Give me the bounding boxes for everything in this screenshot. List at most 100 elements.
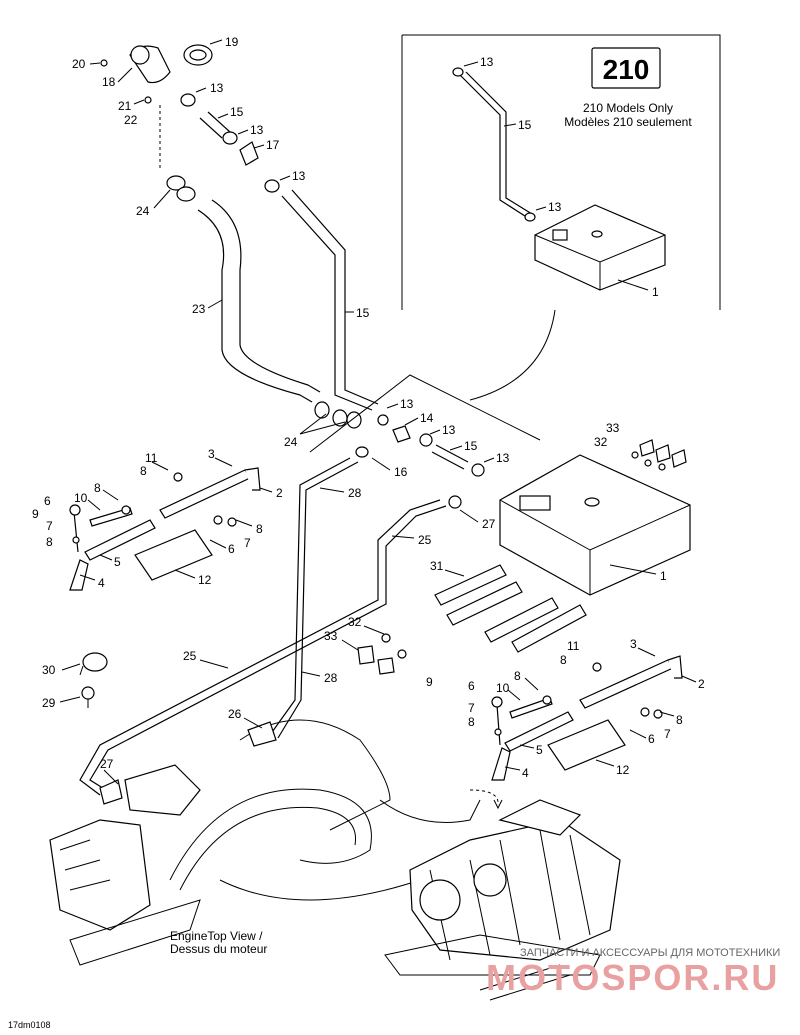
callout-12-a: 12 bbox=[198, 573, 212, 587]
callout-6-b: 6 bbox=[228, 542, 235, 556]
callout-8-b: 8 bbox=[94, 481, 101, 495]
callout-10-a: 10 bbox=[74, 491, 88, 505]
callout-27-b: 27 bbox=[100, 757, 114, 771]
callout-8-e: 8 bbox=[560, 653, 567, 667]
callout-8-h: 8 bbox=[676, 713, 683, 727]
callout-28-b: 28 bbox=[324, 671, 338, 685]
callout-9-b: 9 bbox=[426, 675, 433, 689]
callout-32-a: 32 bbox=[594, 435, 608, 449]
callout-5-b: 5 bbox=[536, 743, 543, 757]
callout-13-a: 13 bbox=[210, 81, 224, 95]
callout-2-b: 2 bbox=[698, 677, 705, 691]
callout-13-g: 13 bbox=[480, 55, 494, 69]
callouts: 19 20 18 13 21 22 15 13 17 13 24 23 15 1… bbox=[32, 35, 705, 785]
callout-13-f: 13 bbox=[496, 451, 510, 465]
tank-fitting bbox=[552, 229, 568, 241]
callout-7-d: 7 bbox=[664, 727, 671, 741]
strap-assembly-right bbox=[491, 655, 683, 781]
callout-24-a: 24 bbox=[136, 204, 150, 218]
callout-18: 18 bbox=[102, 75, 116, 89]
engine-sketch bbox=[384, 789, 621, 1001]
callout-15-c: 15 bbox=[464, 439, 478, 453]
callout-9-a: 9 bbox=[32, 507, 39, 521]
callout-1-a: 1 bbox=[660, 569, 667, 583]
callout-33-a: 33 bbox=[606, 421, 620, 435]
view-label-line2: Dessus du moteur bbox=[170, 942, 267, 956]
view-label-line1: EngineTop View / bbox=[170, 929, 263, 943]
callout-15-a: 15 bbox=[230, 105, 244, 119]
watermark-tagline: ЗАПЧАСТИ И АКСЕССУАРЫ ДЛЯ МОТОТЕХНИКИ bbox=[520, 947, 780, 959]
inset-210: 210 210 Models Only Modèles 210 seulemen… bbox=[401, 34, 721, 401]
callout-31: 31 bbox=[430, 559, 444, 573]
callout-8-c: 8 bbox=[46, 535, 53, 549]
callout-10-b: 10 bbox=[496, 681, 510, 695]
badge-box bbox=[591, 47, 661, 89]
callout-28-a: 28 bbox=[348, 486, 362, 500]
callout-12-b: 12 bbox=[616, 763, 630, 777]
callout-26: 26 bbox=[228, 707, 242, 721]
tie-and-screw bbox=[79, 652, 108, 708]
small-tank bbox=[534, 204, 666, 291]
callout-8-a: 8 bbox=[140, 464, 147, 478]
callout-33-b: 33 bbox=[324, 629, 338, 643]
callout-27-a: 27 bbox=[482, 517, 496, 531]
callout-21: 21 bbox=[118, 99, 132, 113]
hardware-33-32 bbox=[357, 633, 407, 675]
callout-13-c: 13 bbox=[292, 169, 306, 183]
callout-8-f: 8 bbox=[514, 669, 521, 683]
callout-11-b: 11 bbox=[567, 639, 580, 653]
callout-20: 20 bbox=[72, 57, 86, 71]
callout-8-d: 8 bbox=[256, 522, 263, 536]
callout-16: 16 bbox=[394, 465, 408, 479]
callout-7-b: 7 bbox=[244, 536, 251, 550]
callout-13-d: 13 bbox=[400, 397, 414, 411]
callout-19: 19 bbox=[225, 35, 239, 49]
callout-8-g: 8 bbox=[468, 715, 475, 729]
callout-11-a: 11 bbox=[145, 451, 158, 465]
callout-6-c: 6 bbox=[468, 679, 475, 693]
screw-21 bbox=[144, 96, 152, 104]
callout-32-b: 32 bbox=[348, 615, 362, 629]
callout-7-a: 7 bbox=[46, 519, 53, 533]
callout-15-b: 15 bbox=[356, 306, 370, 320]
clamp-13-inset-bottom bbox=[524, 212, 536, 222]
callout-13-h: 13 bbox=[548, 200, 562, 214]
clamp-13-inset-top bbox=[452, 67, 464, 77]
callout-17: 17 bbox=[266, 138, 280, 152]
callout-6-d: 6 bbox=[648, 732, 655, 746]
plane-outline bbox=[309, 374, 541, 453]
callout-30: 30 bbox=[42, 663, 56, 677]
footer-code: 17dm0108 bbox=[8, 1020, 51, 1030]
callout-1-b: 1 bbox=[652, 285, 659, 299]
filler-assembly bbox=[100, 44, 280, 202]
inset-line1: 210 Models Only bbox=[583, 101, 673, 115]
callout-13-b: 13 bbox=[250, 123, 264, 137]
engine-top-view: EngineTop View / Dessus du moteur bbox=[49, 719, 481, 966]
callout-3-b: 3 bbox=[630, 637, 637, 651]
callout-7-c: 7 bbox=[468, 701, 475, 715]
callout-2-a: 2 bbox=[276, 486, 283, 500]
badge-text: 210 bbox=[603, 54, 650, 85]
callout-25-a: 25 bbox=[418, 533, 432, 547]
callout-6-a: 6 bbox=[44, 494, 51, 508]
callout-24-b: 24 bbox=[284, 435, 298, 449]
callout-4-a: 4 bbox=[98, 576, 105, 590]
callout-5-a: 5 bbox=[114, 555, 121, 569]
callout-3-a: 3 bbox=[208, 447, 215, 461]
callout-25-b: 25 bbox=[183, 649, 197, 663]
watermark-brand: MOTOSPOR.RU bbox=[486, 957, 779, 998]
screw-20 bbox=[100, 59, 108, 67]
callout-4-b: 4 bbox=[522, 766, 529, 780]
callout-13-e: 13 bbox=[442, 423, 456, 437]
inset-line2: Modèles 210 seulement bbox=[564, 115, 692, 129]
strap-assembly-left bbox=[69, 467, 261, 591]
check-valve-17 bbox=[239, 141, 259, 166]
hoses bbox=[79, 189, 485, 796]
main-tank bbox=[499, 439, 691, 596]
callout-15-d: 15 bbox=[518, 118, 532, 132]
pads-31 bbox=[434, 564, 587, 653]
callout-22: 22 bbox=[124, 113, 138, 127]
callout-14: 14 bbox=[420, 411, 434, 425]
clamp-13-a bbox=[180, 93, 196, 107]
